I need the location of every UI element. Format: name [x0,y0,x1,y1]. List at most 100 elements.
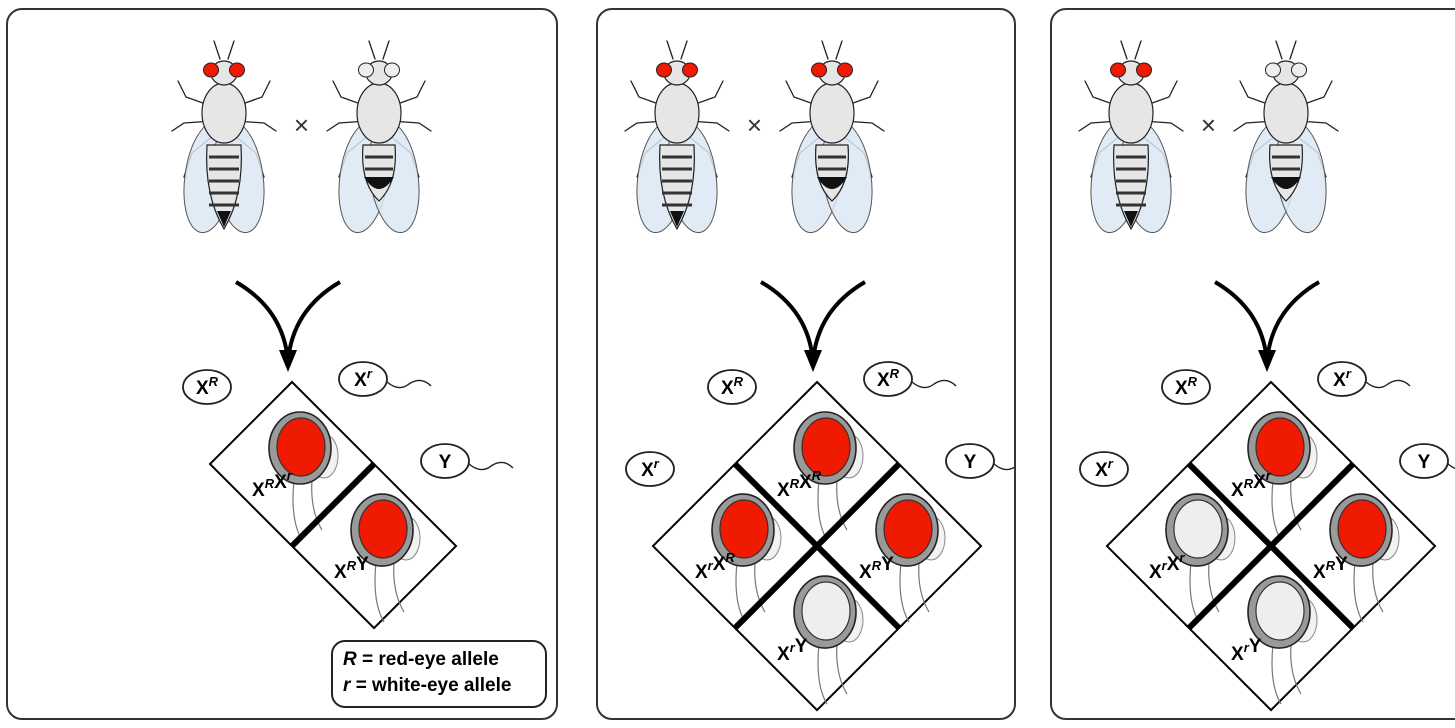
sperm-tail [1448,462,1455,469]
merge-arrowhead [279,350,297,372]
male-fly [780,41,884,236]
cross-diagram-2: ×XRXRXRYXrXRXrYXRXrXRY [598,10,1016,720]
female-gamete: XR [183,370,231,404]
fly-thorax [1109,83,1153,143]
male-fly [327,41,431,236]
white-eye [802,582,850,640]
legend-symbol-R: R [343,649,357,670]
allele-legend: R = red-eye allele r = white-eye allele [331,640,547,708]
fly-eye-left [657,63,672,77]
legend-row-white: r = white-eye allele [343,673,545,699]
fly-eye-left [1111,63,1126,77]
gamete-base: X [641,460,654,481]
gamete-label: Y [439,452,452,473]
gamete-base: X [721,378,734,399]
red-eye [359,500,407,558]
genotype-base: Y [881,554,894,575]
gamete-base: X [1095,460,1108,481]
genotype-base: Y [1335,554,1348,575]
legend-symbol-r: r [343,675,350,696]
male-gamete: Xr [1318,362,1410,396]
gamete-base: X [196,378,209,399]
gamete-superscript: R [209,374,219,389]
gamete-label: Y [1418,452,1431,473]
genotype-superscript: R [812,468,822,483]
fly-eye-left [812,63,827,77]
female-gamete: Xr [626,452,674,486]
genotype-base: X [274,472,287,493]
gamete-superscript: R [734,374,744,389]
merge-arrowhead [804,350,822,372]
fly-eye-right [683,63,698,77]
gamete-base: X [1333,370,1346,391]
female-gamete: XR [1162,370,1210,404]
genotype-superscript: R [725,550,735,565]
genotype-base: X [1231,644,1244,665]
fly-eye-right [1292,63,1307,77]
genotype-base: X [713,554,726,575]
genotype-base: X [777,644,790,665]
male-gamete: Y [1400,444,1455,478]
genotype-base: X [1253,472,1266,493]
genotype-base: X [695,562,708,583]
gamete-base: X [1175,378,1188,399]
fly-eye-right [230,63,245,77]
genotype-base: X [799,472,812,493]
gamete-base: X [877,370,890,391]
genotype-base: X [334,562,347,583]
fly-thorax [810,83,854,143]
gamete-base: Y [1418,452,1431,473]
male-gamete: XR [864,362,956,396]
red-eye [884,500,932,558]
gamete-base: X [354,370,367,391]
fly-antenna [214,41,234,59]
genotype-base: X [1149,562,1162,583]
fly-eye-right [1137,63,1152,77]
fly-thorax [655,83,699,143]
fly-antenna [1276,41,1296,59]
fly-thorax [1264,83,1308,143]
cross-symbol: × [1201,110,1216,140]
genotype-base: Y [356,554,369,575]
genotype-base: X [1231,480,1244,501]
sperm-tail [469,462,513,469]
cross-panel-1: ×XRXrXRYXRXrY R = red-eye allele r = whi… [6,8,558,720]
fly-thorax [357,83,401,143]
fly-eye-left [204,63,219,77]
genotype-base: X [777,480,790,501]
fly-antenna [369,41,389,59]
fly-eye-right [838,63,853,77]
fly-eye-left [359,63,374,77]
white-eye [1256,582,1304,640]
fly-antenna [667,41,687,59]
fly-eye-left [1266,63,1281,77]
gamete-superscript: R [1188,374,1198,389]
gamete-base: Y [439,452,452,473]
genotype-base: X [252,480,265,501]
gamete-superscript: R [890,366,900,381]
fly-antenna [822,41,842,59]
cross-panel-2: ×XRXRXRYXrXRXrYXRXrXRY [596,8,1016,720]
fly-antenna [1121,41,1141,59]
sperm-tail [912,380,956,387]
male-fly [1234,41,1338,236]
genotype-base: X [1313,562,1326,583]
genotype-base: X [1167,554,1180,575]
cross-symbol: × [747,110,762,140]
legend-text-R: = red-eye allele [362,649,499,670]
male-gamete: Y [946,444,1016,478]
red-eye [802,418,850,476]
red-eye [1338,500,1386,558]
sperm-tail [387,380,431,387]
female-gamete: Xr [1080,452,1128,486]
male-gamete: Xr [339,362,431,396]
female-fly [1079,41,1183,236]
genotype-base: X [859,562,872,583]
genotype-base: Y [795,636,808,657]
legend-row-red: R = red-eye allele [343,647,545,673]
female-fly [172,41,276,236]
legend-text-r: = white-eye allele [356,675,512,696]
